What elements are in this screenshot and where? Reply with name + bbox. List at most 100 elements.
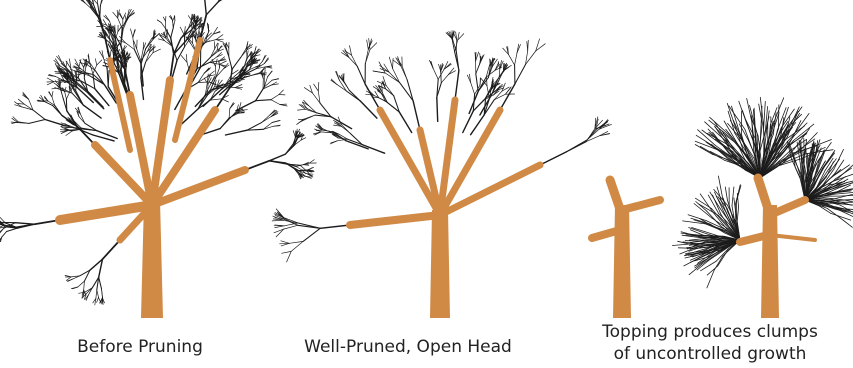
twig xyxy=(402,66,407,79)
twig xyxy=(264,59,268,64)
twig xyxy=(75,59,79,67)
twig xyxy=(463,111,474,133)
twig xyxy=(242,75,250,76)
twig xyxy=(95,89,109,106)
twig xyxy=(528,40,529,51)
twig xyxy=(284,225,298,229)
twig xyxy=(282,251,292,253)
twig xyxy=(275,226,284,228)
twig xyxy=(285,146,293,155)
twig xyxy=(303,228,320,241)
twig xyxy=(307,167,313,170)
twig xyxy=(180,27,184,35)
twig xyxy=(153,45,154,53)
twig xyxy=(229,109,230,119)
twig xyxy=(262,55,266,61)
twig xyxy=(441,71,442,82)
twig xyxy=(471,83,475,95)
twig xyxy=(441,74,448,82)
sprout xyxy=(695,145,712,155)
twig xyxy=(216,40,224,43)
sprout xyxy=(694,204,712,219)
sprout xyxy=(739,101,747,124)
twig xyxy=(215,59,217,66)
trunk xyxy=(430,210,450,318)
twig xyxy=(226,130,248,135)
twig xyxy=(53,106,62,116)
sprout xyxy=(725,187,727,200)
twig xyxy=(95,59,96,65)
twig xyxy=(413,101,420,130)
twig xyxy=(379,62,385,73)
twig xyxy=(314,84,319,91)
twig xyxy=(113,12,118,18)
twig xyxy=(272,220,283,221)
twig xyxy=(399,112,411,133)
twig xyxy=(336,71,339,80)
twig xyxy=(515,65,526,85)
twig xyxy=(146,53,153,63)
twig xyxy=(279,90,283,95)
twig xyxy=(260,74,267,75)
twig xyxy=(309,160,314,164)
well-pruned-tree xyxy=(272,31,611,318)
twig xyxy=(306,115,315,119)
twig xyxy=(540,152,567,165)
twig xyxy=(216,68,220,78)
sprout xyxy=(700,146,724,160)
twig xyxy=(219,61,226,64)
sprout xyxy=(847,214,853,222)
twig xyxy=(45,120,66,127)
limb xyxy=(175,40,200,140)
twig xyxy=(272,121,280,123)
twig xyxy=(7,228,18,231)
twig xyxy=(360,101,377,118)
twig xyxy=(33,110,45,120)
twig xyxy=(305,176,311,177)
sprout xyxy=(808,163,809,177)
twig xyxy=(48,76,55,77)
twig xyxy=(367,40,369,49)
twig xyxy=(107,70,108,87)
twig xyxy=(119,13,123,19)
twig xyxy=(256,100,271,101)
twig xyxy=(171,28,174,38)
twig xyxy=(100,6,101,18)
twig xyxy=(320,225,350,228)
twig xyxy=(271,100,280,105)
unpruned-tree xyxy=(0,0,316,318)
twig xyxy=(357,66,365,84)
twig xyxy=(232,57,241,69)
sprout xyxy=(688,215,706,221)
twig xyxy=(65,92,67,99)
twig xyxy=(68,279,73,281)
caption-before-pruning: Before Pruning xyxy=(45,336,235,358)
twig xyxy=(47,78,54,82)
twig xyxy=(515,53,517,65)
trunk xyxy=(613,205,631,318)
sprout xyxy=(848,187,853,189)
sprout xyxy=(772,98,783,126)
twig xyxy=(298,109,306,110)
twig xyxy=(117,10,118,18)
twig xyxy=(52,91,53,97)
caption-topping-line-2: of uncontrolled growth xyxy=(570,343,850,365)
twig xyxy=(99,277,102,289)
twig xyxy=(163,17,165,21)
twig xyxy=(157,20,161,23)
twig xyxy=(455,70,459,100)
twig xyxy=(97,290,99,298)
twig xyxy=(15,223,34,225)
sprout xyxy=(833,174,853,181)
twig xyxy=(389,72,400,83)
sprout xyxy=(834,149,844,169)
twig xyxy=(206,2,218,15)
twig xyxy=(204,69,210,73)
twig xyxy=(346,141,369,149)
twig xyxy=(109,34,110,44)
twig xyxy=(2,232,7,237)
twig xyxy=(261,117,271,123)
twig xyxy=(84,67,85,78)
twig xyxy=(226,43,229,48)
